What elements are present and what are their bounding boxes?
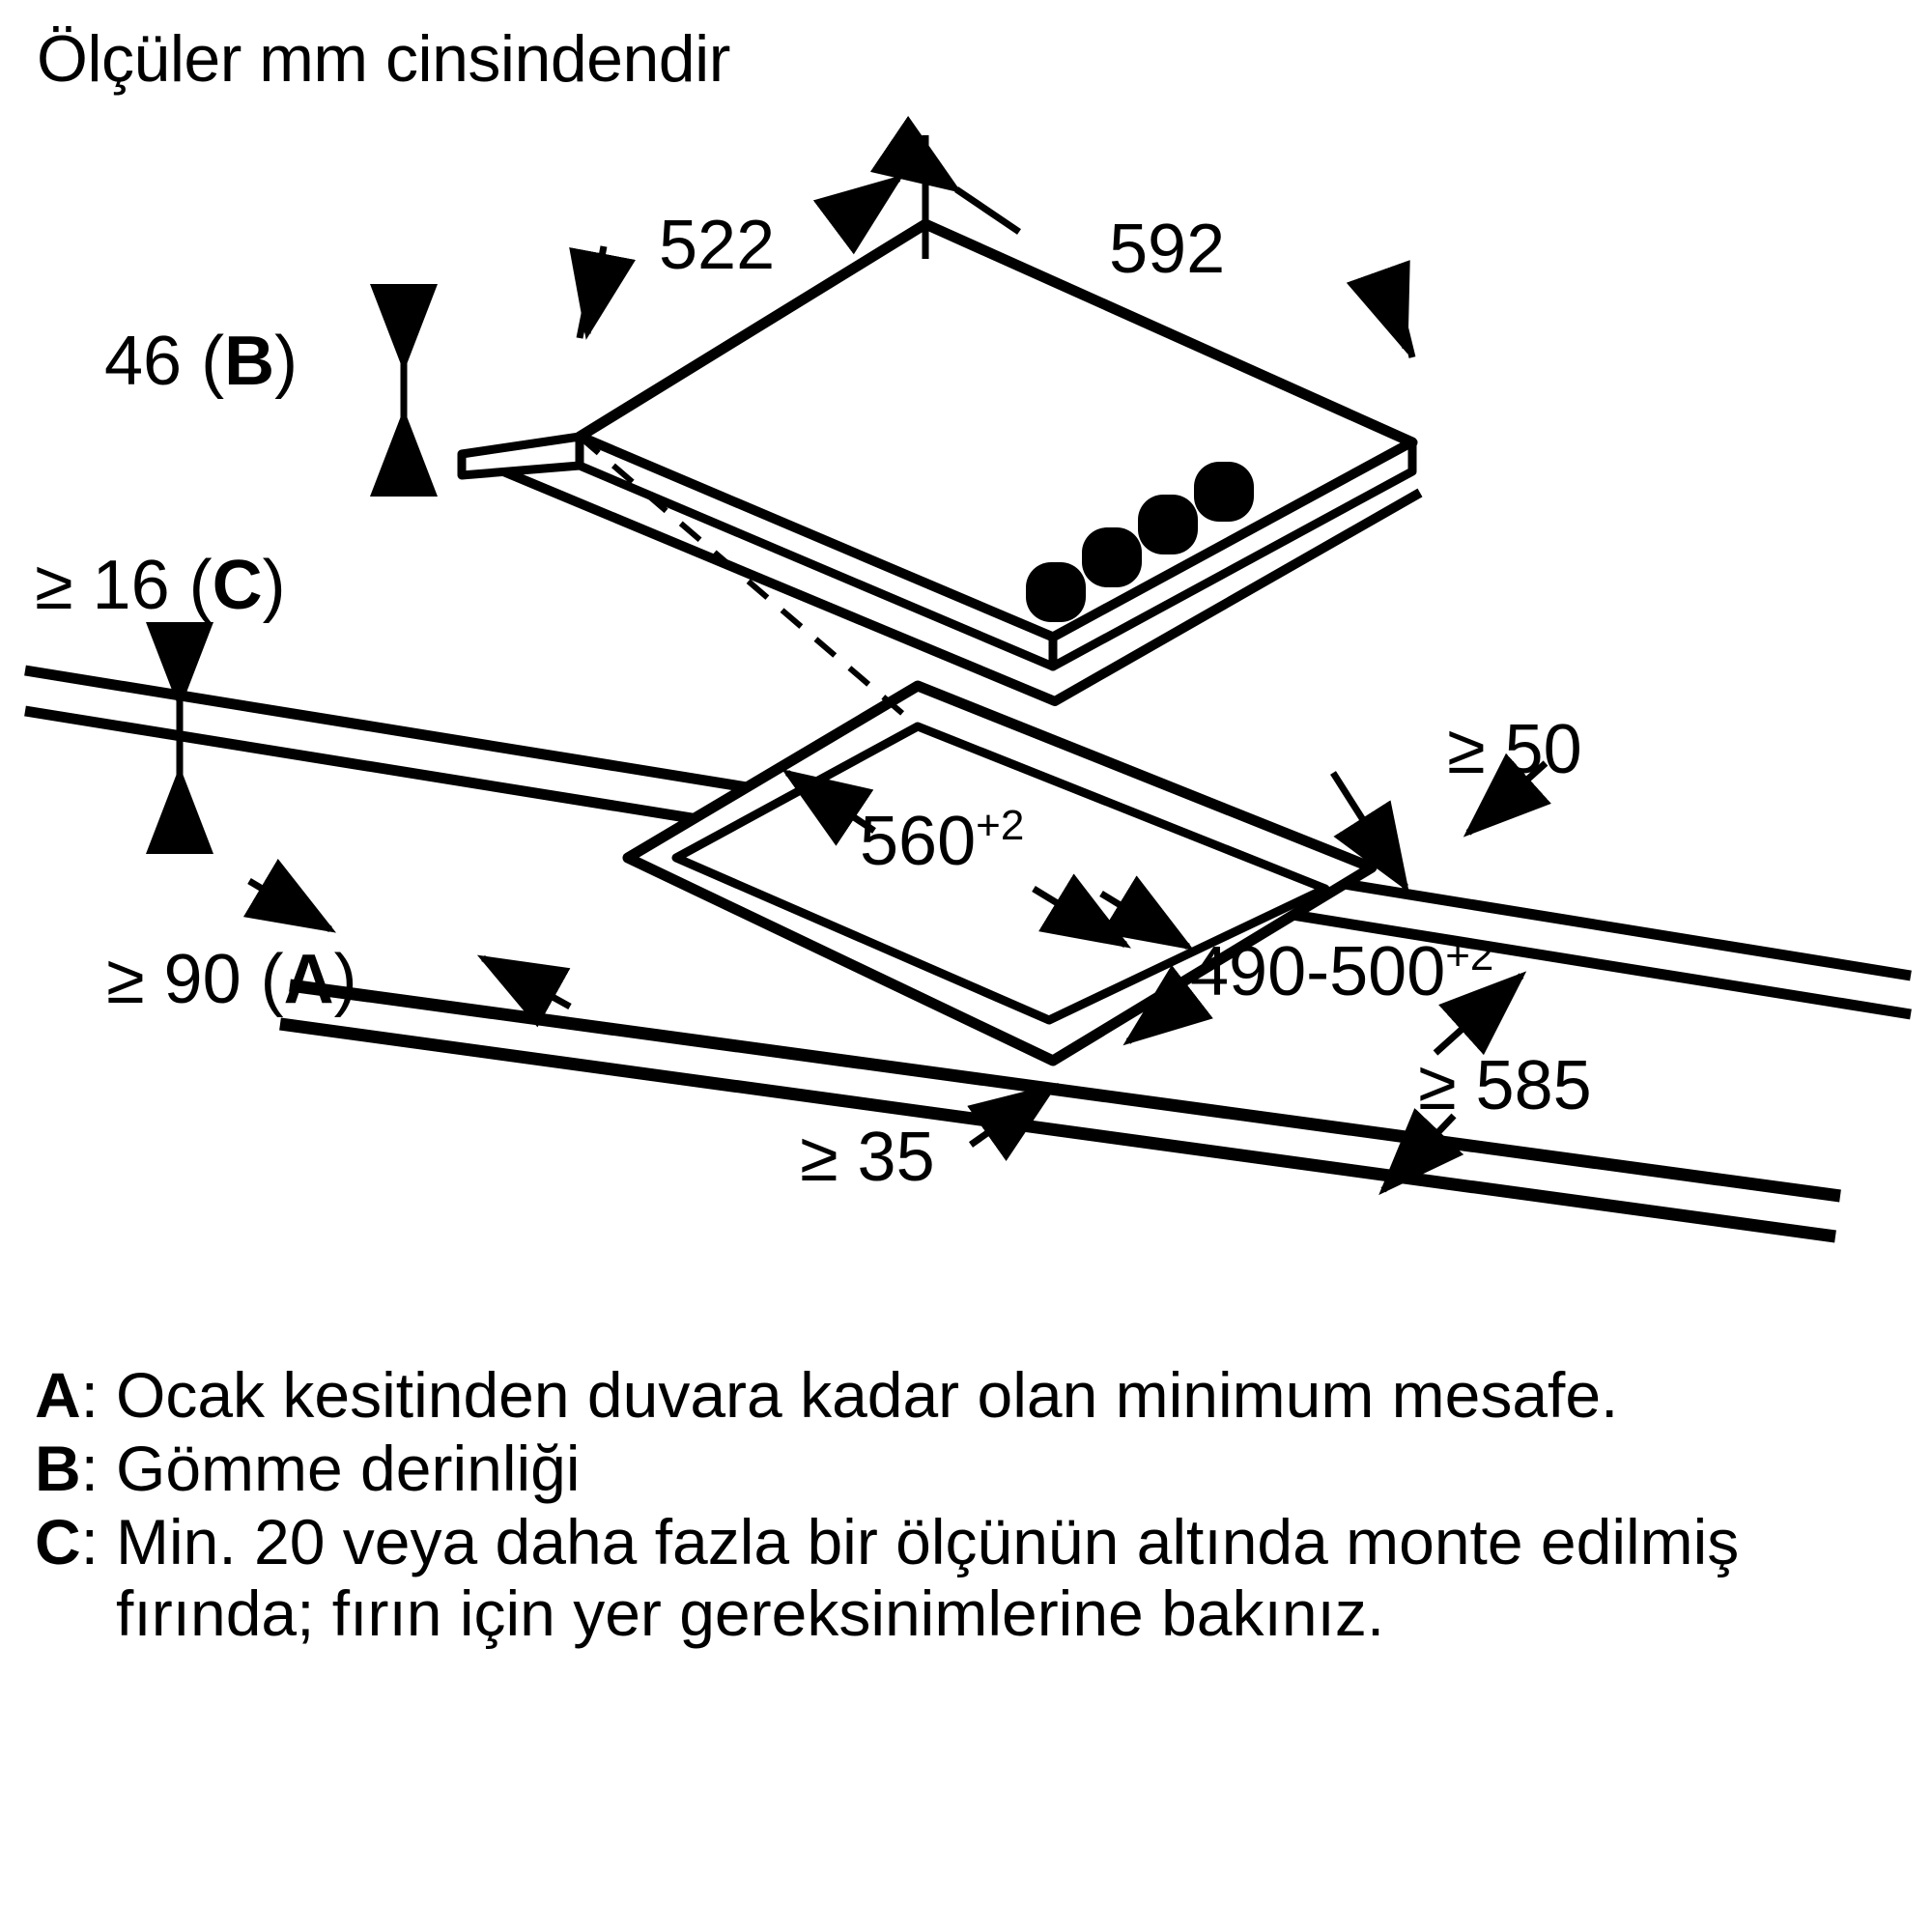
hob-left-flange [457, 432, 584, 480]
burner-knob-3[interactable] [1138, 495, 1198, 554]
dimension-ge-90-A-label: ≥ 90 (A) [106, 941, 357, 1018]
dimension-560-label: 560+2 [860, 802, 1024, 880]
legend: A: Ocak kesitinden duvara kadar olan min… [35, 1359, 1774, 1652]
dimension-ge-50-label: ≥ 50 [1447, 711, 1582, 788]
dimension-ge-35: ≥ 35 [800, 1082, 1059, 1196]
legend-item-b: B: Gömme derinliği [35, 1432, 1774, 1505]
dimension-ge-35-label: ≥ 35 [800, 1119, 935, 1196]
legend-key-a: A: [35, 1359, 99, 1431]
dimension-560: 560+2 [781, 769, 1131, 949]
legend-text-b: Gömme derinliği [116, 1432, 581, 1504]
legend-key-c: C: [35, 1505, 99, 1577]
dimension-ge-585-label: ≥ 585 [1418, 1047, 1592, 1124]
legend-item-a: A: Ocak kesitinden duvara kadar olan min… [35, 1359, 1774, 1432]
dimension-ge-90-A: ≥ 90 (A) [106, 858, 572, 1028]
hob-control-knobs[interactable] [1026, 462, 1254, 622]
burner-knob-1[interactable] [1026, 562, 1086, 622]
hob-top-surface [574, 218, 1418, 643]
page-title: Ölçüler mm cinsindendir [37, 22, 730, 96]
dimension-592-label: 592 [1109, 211, 1225, 288]
legend-item-c: C: Min. 20 veya daha fazla bir ölçünün a… [35, 1505, 1774, 1650]
legend-text-a: Ocak kesitinden duvara kadar olan minimu… [116, 1359, 1619, 1431]
dimension-490-500: 490-500+2 [1099, 771, 1493, 1046]
hob-front-right-face [1048, 438, 1417, 671]
legend-key-b: B: [35, 1432, 99, 1504]
dimension-522: 522 [569, 135, 929, 340]
legend-text-c: Min. 20 veya daha fazla bir ölçünün altı… [116, 1505, 1740, 1649]
dimension-46-B-label: 46 (B) [104, 323, 298, 400]
dimension-46-B: 46 (B) [104, 284, 438, 497]
dimension-490-500-label: 490-500+2 [1190, 932, 1493, 1010]
hob-lower-lip [460, 449, 1423, 706]
burner-knob-4[interactable] [1194, 462, 1254, 522]
dimension-ge-50: ≥ 50 [1447, 711, 1582, 838]
dimension-592: 592 [869, 115, 1416, 358]
hob-lip-inner [578, 462, 1055, 670]
dimension-ge-585: ≥ 585 [1378, 971, 1592, 1196]
gas-hob [457, 218, 1423, 706]
dimension-ge-16-C: ≥ 16 (C) [35, 547, 286, 854]
projection-dashed-line [578, 434, 920, 729]
burner-knob-2[interactable] [1082, 527, 1142, 587]
dimension-522-label: 522 [659, 207, 775, 284]
dimension-ge-16-C-label: ≥ 16 (C) [35, 547, 286, 624]
